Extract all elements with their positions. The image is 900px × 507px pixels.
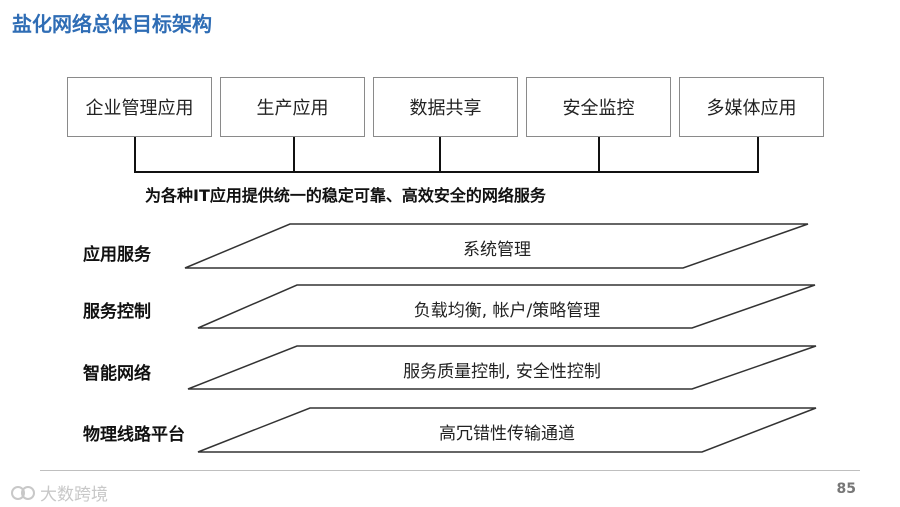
watermark-text: 大数跨境 [40, 485, 108, 505]
app-box-data-sharing: 数据共享 [373, 77, 518, 137]
layer-content-intelligent-network: 服务质量控制, 安全性控制 [403, 362, 601, 382]
connector-line [757, 137, 759, 173]
layer-shape-service-control [197, 284, 816, 329]
layer-shape-physical-line [197, 407, 817, 453]
watermark-logo-icon [11, 485, 35, 500]
layer-label-physical-line: 物理线路平台 [83, 425, 185, 445]
connector-line [134, 137, 136, 173]
tagline: 为各种IT应用提供统一的稳定可靠、高效安全的网络服务 [145, 186, 546, 205]
footer-divider [40, 470, 860, 471]
layer-content-application-services: 系统管理 [463, 240, 531, 260]
connector-line [439, 137, 441, 173]
layer-label-intelligent-network: 智能网络 [83, 364, 151, 384]
app-box-multimedia: 多媒体应用 [679, 77, 824, 137]
connector-bus [134, 171, 759, 173]
connector-line [293, 137, 295, 173]
layer-content-service-control: 负载均衡, 帐户/策略管理 [413, 301, 601, 321]
layer-label-service-control: 服务控制 [83, 302, 151, 322]
app-box-production: 生产应用 [220, 77, 365, 137]
connector-line [598, 137, 600, 173]
watermark: 大数跨境 [10, 480, 108, 505]
layer-content-physical-line: 高冗错性传输通道 [439, 424, 575, 444]
app-box-enterprise: 企业管理应用 [67, 77, 212, 137]
app-box-security-monitoring: 安全监控 [526, 77, 671, 137]
page-number: 85 [836, 481, 856, 497]
layer-label-application-services: 应用服务 [83, 245, 151, 265]
page-title: 盐化网络总体目标架构 [12, 12, 212, 36]
layer-shape-application-services [184, 223, 809, 269]
layer-shape-intelligent-network [187, 345, 817, 390]
